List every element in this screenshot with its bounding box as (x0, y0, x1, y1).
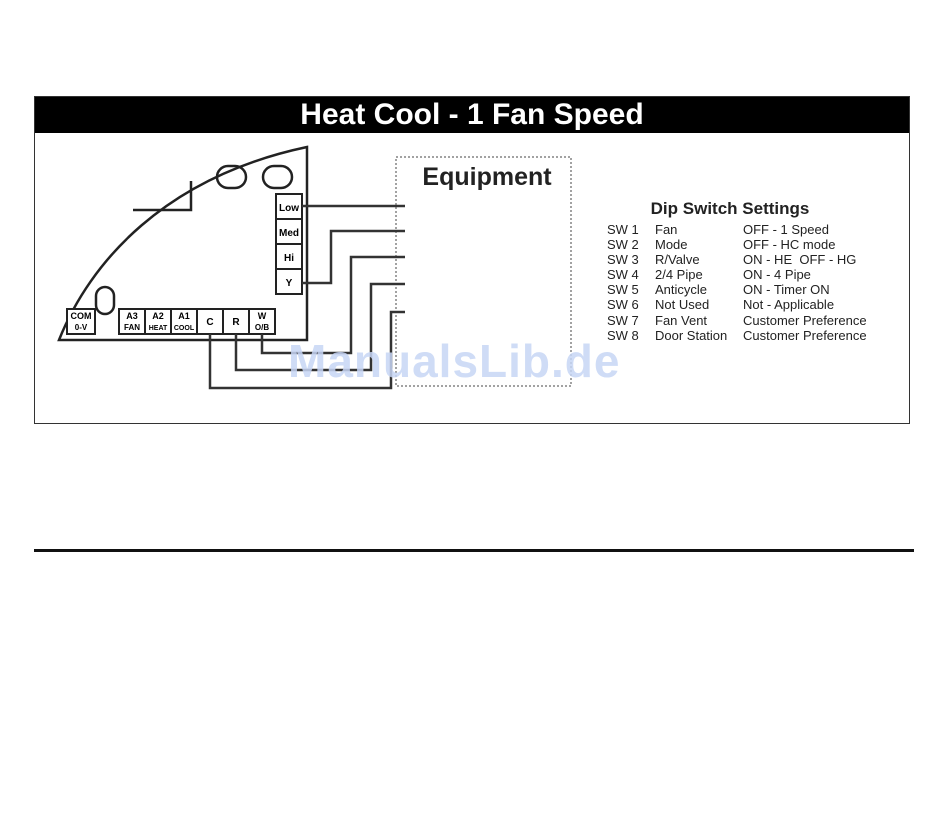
wiring-diagram-panel: Heat Cool - 1 Fan Speed Low Med Hi Y (34, 96, 910, 424)
dip-row-sw: SW 1 (607, 222, 639, 237)
wire-r (234, 282, 405, 372)
wire-c (208, 310, 405, 390)
terminal-a2-line2: HEAT (149, 325, 168, 332)
watermark: ManualsLib.de (288, 335, 621, 387)
terminal-a3-line2: FAN (124, 323, 140, 332)
equipment-label: Equipment (422, 163, 552, 191)
dip-row-sw: SW 2 (607, 237, 639, 252)
thermostat-bracket (133, 181, 193, 212)
dip-row-sw: SW 4 (607, 267, 639, 282)
dip-row-name: Door Station (655, 328, 727, 343)
knockout-oval-1 (215, 164, 248, 190)
dip-row-sw: SW 7 (607, 313, 639, 328)
terminal-a1-line1: A1 (178, 311, 190, 321)
terminal-label-low: Low (279, 203, 299, 214)
wire-y (302, 229, 405, 285)
terminal-com-line2: 0-V (75, 323, 88, 332)
dip-row-name: Fan Vent (655, 313, 707, 328)
dip-row-name: Mode (655, 237, 688, 252)
terminal-a1-line2: COOL (174, 325, 195, 332)
horizontal-divider (34, 549, 914, 552)
terminal-label-med: Med (279, 228, 299, 239)
equipment-box (395, 156, 572, 387)
dip-row-name: 2/4 Pipe (655, 267, 703, 282)
dip-row-setting: Customer Preference (743, 328, 867, 343)
terminal-box-a1 (170, 308, 198, 335)
dip-row-sw: SW 8 (607, 328, 639, 343)
wiring-diagram: Low Med Hi Y COM 0-V A3 FAN A2 HEAT A1 C… (57, 145, 867, 390)
terminal-box-com (66, 308, 96, 335)
dip-row-sw: SW 3 (607, 252, 639, 267)
wiring (208, 204, 405, 390)
terminal-a2-line1: A2 (152, 311, 164, 321)
bottom-terminal-block: COM 0-V A3 FAN A2 HEAT A1 COOL C R W O/B (66, 308, 276, 335)
knockout-oval-2 (261, 164, 294, 190)
terminal-box-hi (275, 243, 303, 270)
wire-w (260, 255, 405, 355)
terminal-c-line1: C (206, 317, 213, 328)
terminal-label-hi: Hi (284, 253, 294, 264)
dip-row-setting: Customer Preference (743, 313, 867, 328)
dip-row-setting: OFF - 1 Speed (743, 222, 829, 237)
terminal-box-y (275, 268, 303, 295)
diagram-title: Heat Cool - 1 Fan Speed (35, 97, 909, 133)
dip-row-setting: ON - 4 Pipe (743, 267, 811, 282)
dip-row-setting: Not - Applicable (743, 297, 834, 312)
terminal-r-line1: R (232, 317, 240, 328)
dip-row-setting: OFF - HC mode (743, 237, 835, 252)
dip-switch-title: Dip Switch Settings (651, 199, 810, 218)
terminal-w-line1: W (258, 311, 267, 321)
terminal-box-w (248, 308, 276, 335)
thermostat-outline (57, 145, 309, 342)
dip-row-name: Fan (655, 222, 677, 237)
knockout-oval-3 (94, 285, 116, 316)
terminal-w-line2: O/B (255, 323, 269, 332)
dip-row-setting: ON - HE OFF - HG (743, 252, 856, 267)
right-terminal-block: Low Med Hi Y (275, 193, 303, 295)
terminal-box-a2 (144, 308, 172, 335)
terminal-a3-line1: A3 (126, 311, 138, 321)
terminal-label-y: Y (286, 278, 293, 289)
terminal-com-line1: COM (71, 311, 92, 321)
dip-row-sw: SW 5 (607, 282, 639, 297)
dip-row-name: Anticycle (655, 282, 707, 297)
dip-switch-settings: Dip Switch Settings SW 1 Fan OFF - 1 Spe… (607, 199, 867, 343)
dip-row-sw: SW 6 (607, 297, 639, 312)
dip-row-name: R/Valve (655, 252, 700, 267)
dip-row-setting: ON - Timer ON (743, 282, 830, 297)
dip-row-name: Not Used (655, 297, 709, 312)
